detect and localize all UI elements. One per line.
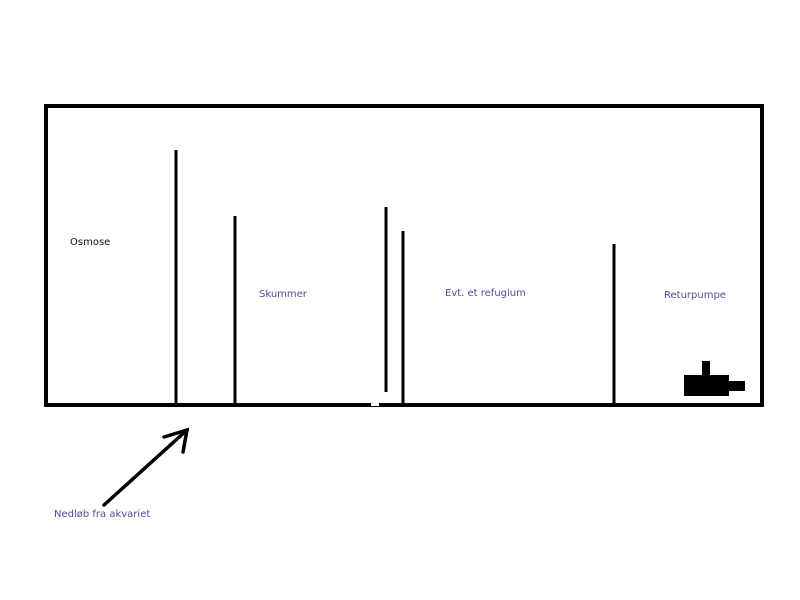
label-returpumpe: Returpumpe bbox=[664, 290, 726, 301]
label-refugium: Evt. et refugium bbox=[445, 288, 526, 299]
bottom-gap bbox=[371, 402, 379, 406]
label-nedlob: Nedløb fra akvariet bbox=[54, 509, 151, 520]
label-skummer: Skummer bbox=[259, 289, 307, 300]
inflow-arrow-icon bbox=[102, 427, 190, 507]
return-pump-icon bbox=[684, 361, 745, 396]
label-osmose: Osmose bbox=[70, 237, 111, 248]
